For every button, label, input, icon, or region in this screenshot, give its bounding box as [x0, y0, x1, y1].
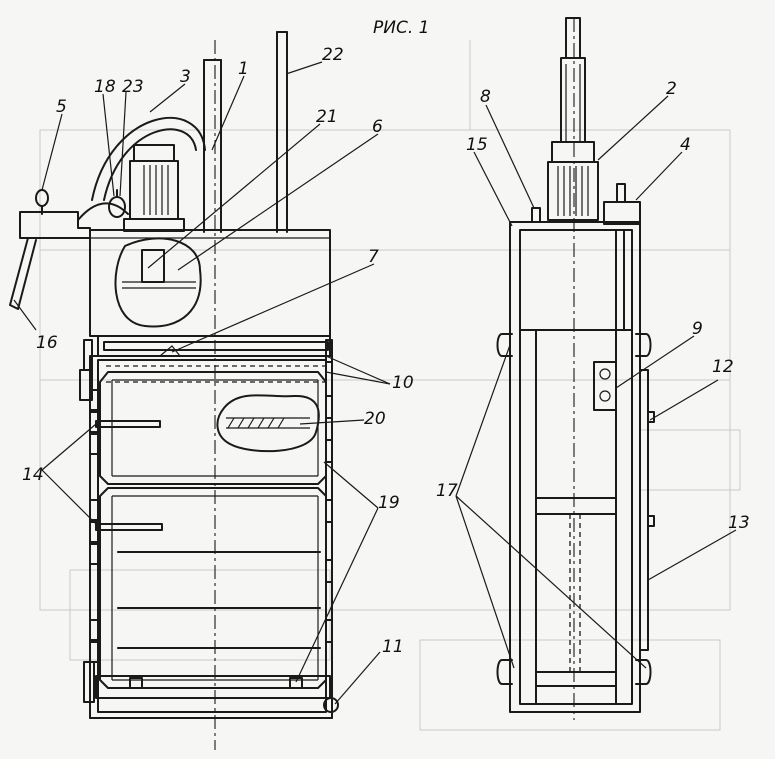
label-15: 15	[466, 135, 488, 155]
label-20: 20	[364, 409, 386, 429]
label-13: 13	[728, 513, 750, 533]
label-7: 7	[368, 247, 379, 267]
front-view	[9, 31, 339, 750]
label-3: 3	[180, 67, 191, 87]
label-8: 8	[480, 87, 491, 107]
label-14: 14	[22, 465, 44, 485]
label-2: 2	[666, 79, 677, 99]
label-23: 23	[122, 77, 144, 97]
label-19: 19	[378, 493, 400, 513]
callout-labels: 1 2 3 4 5 6 7 8 9 10 11 12 13 14 15 16 1…	[22, 45, 750, 657]
label-12: 12	[712, 357, 734, 377]
label-22: 22	[322, 45, 344, 65]
label-17: 17	[436, 481, 458, 501]
label-4: 4	[680, 135, 691, 155]
figure-title: РИС. 1	[373, 18, 429, 38]
label-6: 6	[372, 117, 383, 137]
label-9: 9	[692, 319, 703, 339]
label-18: 18	[94, 77, 116, 97]
motor	[123, 144, 185, 232]
leader-lines	[13, 61, 737, 705]
label-16: 16	[36, 333, 58, 353]
label-11: 11	[382, 637, 404, 657]
label-1: 1	[238, 59, 249, 79]
side-view	[496, 17, 655, 720]
label-21: 21	[316, 107, 338, 127]
label-10: 10	[392, 373, 414, 393]
label-5: 5	[56, 97, 67, 117]
show-through-lines	[39, 40, 741, 731]
